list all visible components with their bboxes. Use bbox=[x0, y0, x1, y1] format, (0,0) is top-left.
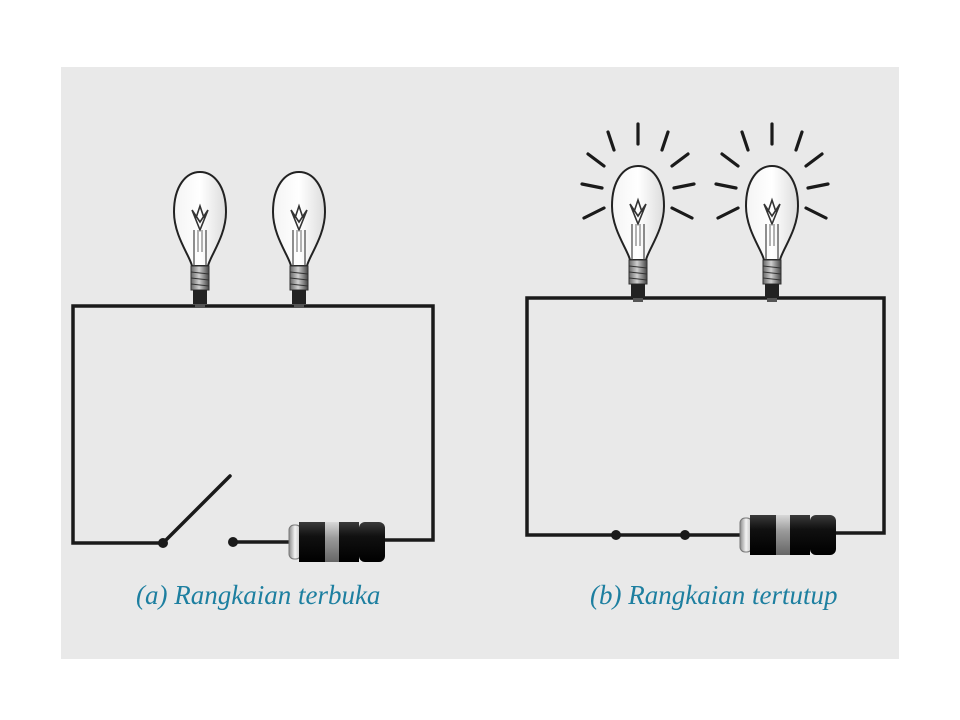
bulb-a2 bbox=[272, 171, 326, 309]
wire-a bbox=[71, 304, 435, 545]
switch-terminal-right bbox=[228, 537, 238, 547]
battery-a bbox=[288, 521, 386, 563]
bulb-b1 bbox=[611, 165, 665, 303]
diagram-panel bbox=[61, 67, 899, 659]
caption-closed-circuit: (b) Rangkaian tertutup bbox=[590, 580, 838, 610]
bulb-a1 bbox=[173, 171, 227, 309]
switch-terminal-right bbox=[680, 530, 690, 540]
wire-b bbox=[525, 296, 886, 537]
switch-open bbox=[158, 474, 238, 548]
bulb-b2 bbox=[745, 165, 799, 303]
switch-lever bbox=[161, 474, 232, 545]
caption-open-circuit: (a) Rangkaian terbuka bbox=[136, 580, 381, 610]
switch-terminal-left bbox=[611, 530, 621, 540]
circuit-closed bbox=[525, 122, 886, 556]
switch-terminal-left bbox=[158, 538, 168, 548]
battery-b bbox=[739, 514, 837, 556]
switch-closed bbox=[611, 530, 690, 540]
circuit-open bbox=[71, 171, 435, 563]
